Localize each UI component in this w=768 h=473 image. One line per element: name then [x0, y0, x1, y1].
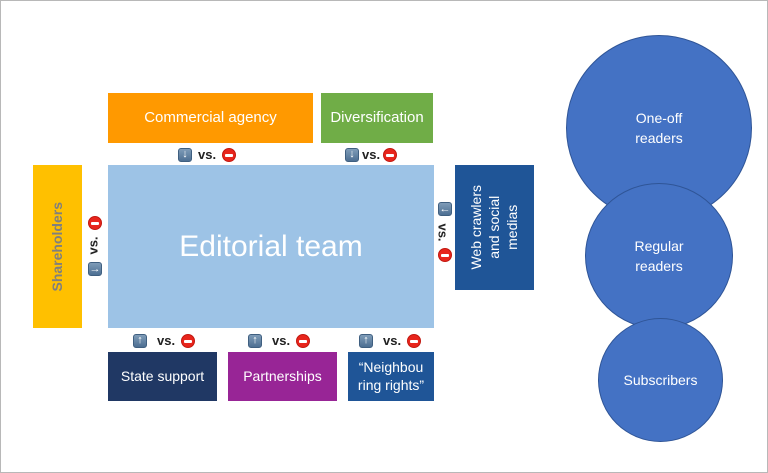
no-entry-icon [88, 216, 102, 230]
diversification-label: Diversification [330, 108, 424, 126]
web-crawlers-relation: ← vs. [435, 202, 455, 266]
vs-label: vs. [435, 223, 451, 242]
arrow-down-icon: ↓ [345, 147, 359, 162]
vs-label: vs. [362, 147, 381, 162]
partnerships-relation: ↑ vs. [248, 333, 311, 348]
arrow-up-icon: ↑ [133, 333, 147, 348]
regular-readers-circle: Regular readers [585, 183, 733, 329]
state-support-relation: ↑ vs. [133, 333, 196, 348]
subscribers-line: Subscribers [623, 371, 698, 388]
neighbouring-rights-relation: ↑ vs. [359, 333, 422, 348]
arrow-down-icon: ↓ [178, 147, 192, 162]
one-off-readers-line: One-off [635, 109, 683, 126]
state-support-label: State support [120, 367, 205, 384]
regular-readers-line: readers [635, 258, 683, 274]
no-entry-icon [438, 248, 452, 262]
neighbouring-rights-line: “Neighbou [358, 359, 424, 375]
regular-readers-line: Regular [634, 237, 684, 254]
no-entry-icon [181, 333, 196, 348]
vs-label: vs. [198, 147, 217, 162]
commercial-agency-box: Commercial agency [108, 93, 313, 143]
shareholders-relation: vs. → [86, 216, 104, 280]
vs-label: vs. [85, 236, 101, 255]
web-crawlers-line: Web crawlers [468, 185, 485, 270]
no-entry-icon [296, 333, 311, 348]
no-entry-icon [407, 333, 422, 348]
commercial-agency-relation: ↓ vs. [178, 147, 237, 162]
commercial-agency-label: Commercial agency [144, 108, 277, 126]
editorial-team-box: Editorial team [108, 165, 434, 328]
subscribers-circle: Subscribers [598, 318, 723, 442]
editorial-team-label: Editorial team [179, 229, 363, 263]
web-crawlers-line: and social [486, 195, 503, 260]
arrow-up-icon: ↑ [359, 333, 373, 348]
state-support-box: State support [108, 352, 217, 401]
diversification-box: Diversification [321, 93, 433, 143]
partnerships-label: Partnerships [243, 367, 322, 384]
one-off-readers-line: readers [635, 130, 683, 146]
partnerships-box: Partnerships [228, 352, 337, 401]
arrow-right-icon: → [88, 262, 102, 276]
no-entry-icon [383, 147, 398, 162]
vs-label: vs. [157, 333, 176, 348]
vs-label: vs. [272, 333, 291, 348]
web-crawlers-line: medias [504, 204, 521, 251]
vs-label: vs. [383, 333, 402, 348]
shareholders-box: Shareholders [33, 165, 82, 328]
shareholders-label: Shareholders [48, 201, 65, 292]
neighbouring-rights-line: ring rights” [357, 376, 425, 393]
no-entry-icon [222, 147, 237, 162]
diversification-relation: ↓ vs. [345, 147, 398, 162]
arrow-up-icon: ↑ [248, 333, 262, 348]
arrow-left-icon: ← [438, 202, 452, 216]
web-crawlers-box: Web crawlers and social medias [455, 165, 534, 290]
neighbouring-rights-box: “Neighbou ring rights” [348, 352, 434, 401]
web-crawlers-label: Web crawlers and social medias [467, 185, 522, 270]
